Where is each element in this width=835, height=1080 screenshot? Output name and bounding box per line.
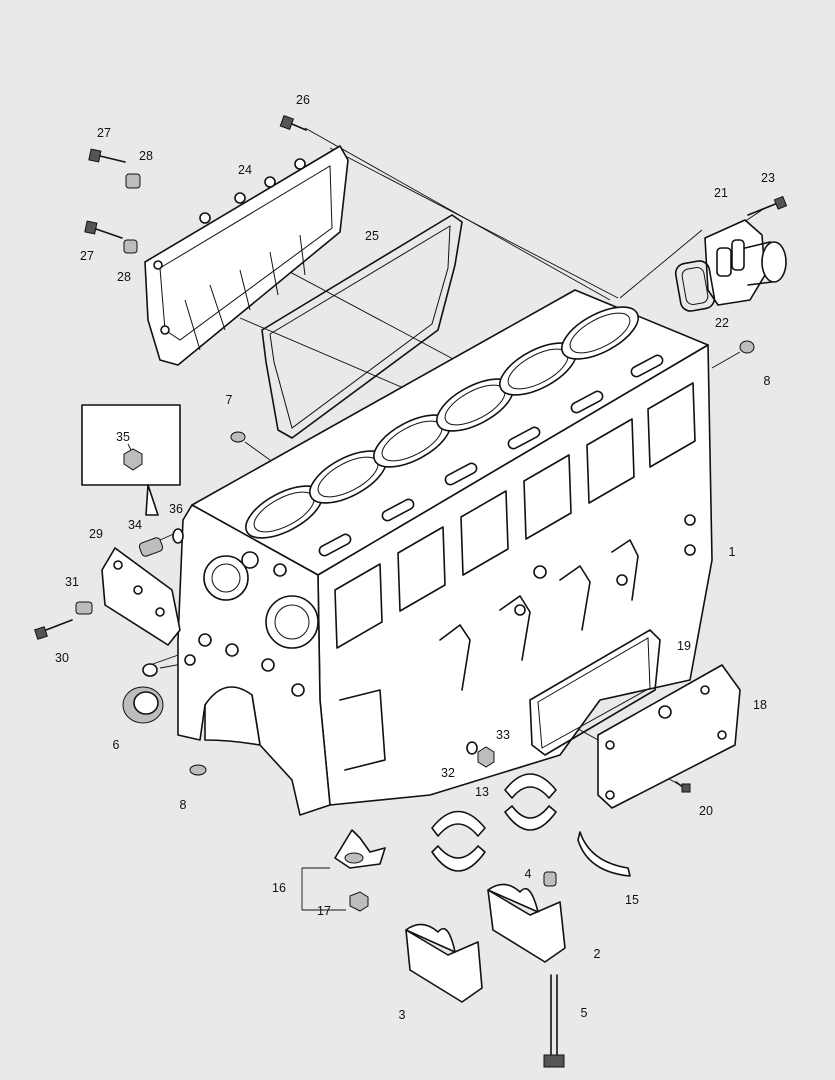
side-cover-gasket xyxy=(529,629,661,756)
callout-c31: 31 xyxy=(65,575,79,589)
callout-c34: 34 xyxy=(128,518,142,532)
callout-c8a: 8 xyxy=(764,374,771,388)
callout-c29: 29 xyxy=(89,527,103,541)
callout-c18: 18 xyxy=(753,698,767,712)
callout-c33: 33 xyxy=(496,728,510,742)
bearing-cap-3 xyxy=(405,923,483,1003)
callout-c1: 1 xyxy=(729,545,736,559)
callout-c7: 7 xyxy=(226,393,233,407)
engine-block xyxy=(177,289,713,816)
callout-c26: 26 xyxy=(296,93,310,107)
bolt-30 xyxy=(34,619,73,640)
thermostat-gasket xyxy=(674,260,716,312)
callout-c28a: 28 xyxy=(139,149,153,163)
thermostat-housing xyxy=(704,219,787,306)
bearing-cap-2 xyxy=(487,883,566,963)
crankcase-ribs xyxy=(339,514,696,771)
bolt-27-upper xyxy=(88,148,126,163)
callout-c20: 20 xyxy=(699,804,713,818)
callout-c22: 22 xyxy=(715,316,729,330)
bolt-27-lower xyxy=(84,220,123,239)
plugs xyxy=(189,340,755,776)
spacer-31 xyxy=(75,601,93,615)
deck-slots xyxy=(318,354,664,557)
callout-labels: 1234567881315161718192021222324252627272… xyxy=(55,93,775,1022)
callout-c27a: 27 xyxy=(97,126,111,140)
callout-c19: 19 xyxy=(677,639,691,653)
seal-6 xyxy=(122,663,164,724)
cover-gasket xyxy=(261,214,463,439)
callout-c3: 3 xyxy=(399,1008,406,1022)
rocker-cover xyxy=(144,145,349,366)
callout-c36: 36 xyxy=(169,502,183,516)
thrust-washer xyxy=(577,831,631,877)
callout-c30: 30 xyxy=(55,651,69,665)
side-pockets xyxy=(334,382,696,649)
piston-cooling-nozzle xyxy=(301,829,386,912)
callout-c5: 5 xyxy=(581,1006,588,1020)
bolt-23 xyxy=(747,195,788,216)
bolt-20 xyxy=(675,781,691,793)
callout-c27b: 27 xyxy=(80,249,94,263)
callout-c24: 24 xyxy=(238,163,252,177)
plug-32 xyxy=(466,741,495,768)
detail-box xyxy=(81,404,181,516)
callout-c21: 21 xyxy=(714,186,728,200)
spacers-28 xyxy=(123,173,141,254)
callout-c16: 16 xyxy=(272,881,286,895)
plate-29 xyxy=(101,547,181,646)
callout-c25: 25 xyxy=(365,229,379,243)
callout-c28b: 28 xyxy=(117,270,131,284)
dowel-4 xyxy=(543,871,557,887)
callout-c23: 23 xyxy=(761,171,775,185)
callout-c6: 6 xyxy=(113,738,120,752)
bolt-26 xyxy=(279,114,307,131)
callout-c4: 4 xyxy=(525,867,532,881)
seal-36 xyxy=(172,528,184,544)
callout-c15: 15 xyxy=(625,893,639,907)
callout-c35: 35 xyxy=(116,430,130,444)
cap-bolt-5 xyxy=(543,974,565,1068)
callout-c32: 32 xyxy=(441,766,455,780)
fitting-34 xyxy=(138,537,164,557)
callout-c17: 17 xyxy=(317,904,331,918)
side-cover xyxy=(597,664,741,809)
main-bearings xyxy=(431,773,557,872)
callout-c13: 13 xyxy=(475,785,489,799)
callout-c2: 2 xyxy=(594,947,601,961)
callout-c8b: 8 xyxy=(180,798,187,812)
cylinder-bores xyxy=(245,306,639,539)
